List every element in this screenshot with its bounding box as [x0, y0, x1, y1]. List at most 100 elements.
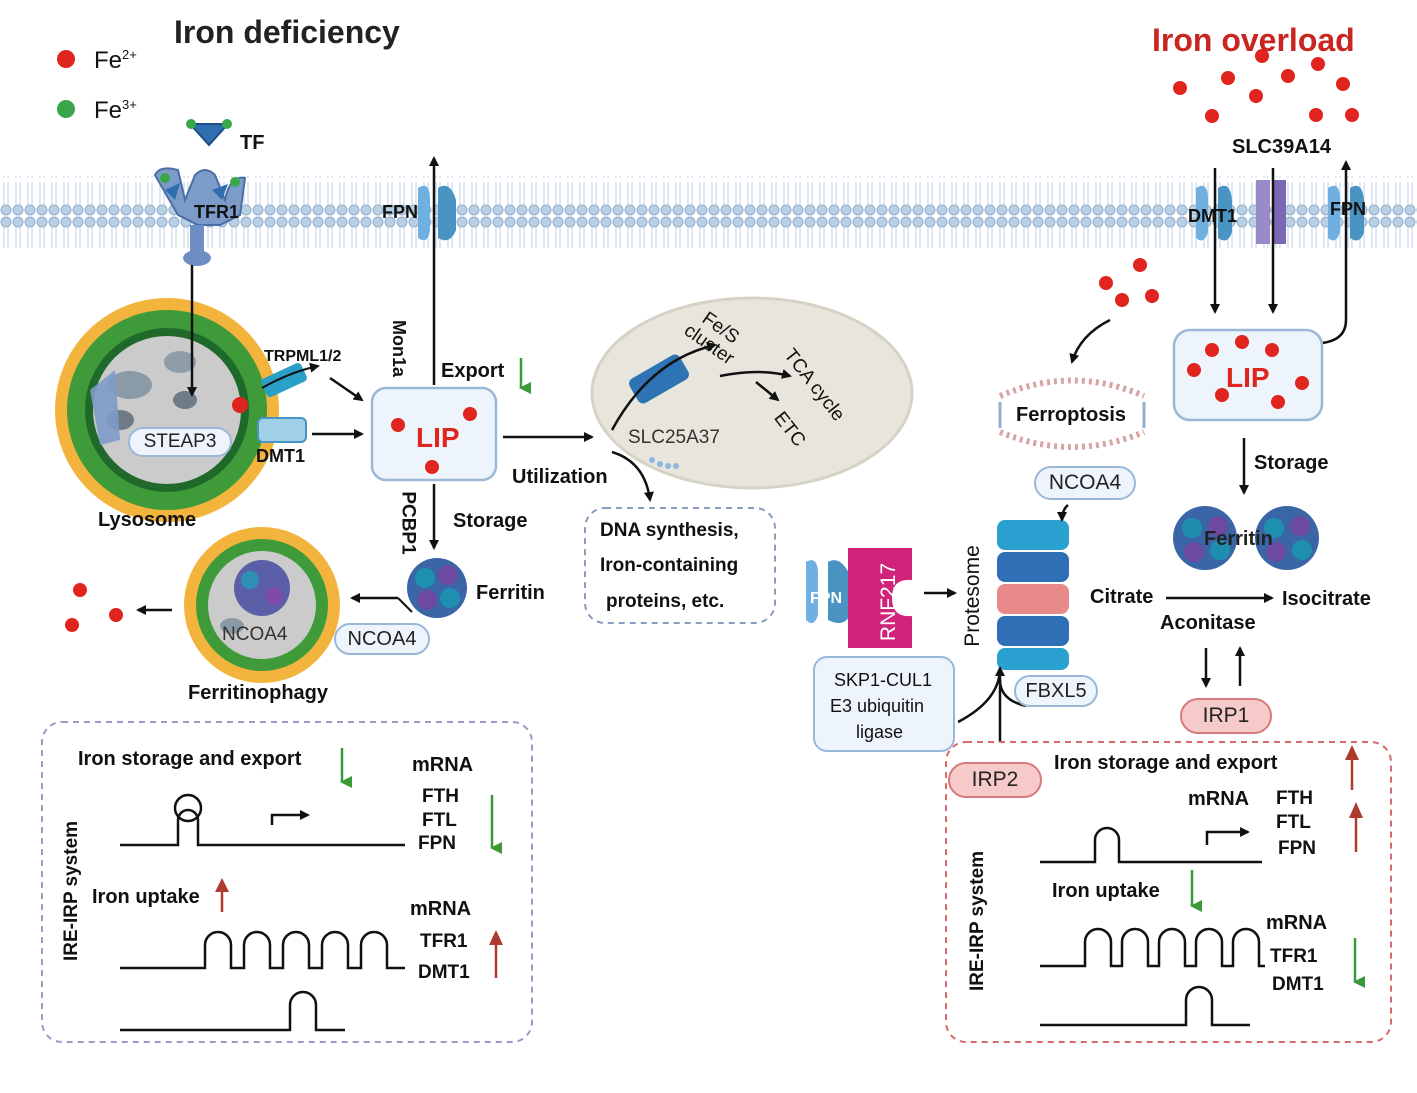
ire-irp-system-label-left: IRE-IRP system — [61, 820, 83, 962]
storage-label-left: Storage — [453, 510, 528, 532]
aconitase-label: Aconitase — [1160, 612, 1256, 634]
translation-arrow-right — [1205, 827, 1250, 845]
skp1-to-proteasome-line — [957, 667, 1002, 724]
fpn-channel-right-icon — [1328, 185, 1364, 241]
tfr1-label: TFR1 — [194, 202, 239, 222]
ncoa4-to-proteasome-arrow — [1057, 504, 1069, 522]
fpn-channel-left-icon — [418, 185, 456, 241]
fpn-label-ire-right: FPN — [1278, 838, 1316, 859]
rnf217-label: RNF217 — [877, 562, 901, 642]
ferritin-left-icon — [407, 558, 467, 618]
citrate-label: Citrate — [1090, 586, 1154, 608]
ncoa4-pill-right: NCOA4 — [1034, 466, 1136, 500]
lysosome-icon — [55, 298, 279, 522]
extracellular-iron-dots — [1173, 49, 1359, 123]
tfr1-receptor-icon — [153, 167, 247, 266]
dmt1-channel-right-icon — [1196, 185, 1232, 241]
storage-label-right: Storage — [1254, 452, 1329, 474]
fpn-small-label: FPN — [810, 590, 842, 607]
ire-mrna-storage-right — [1040, 826, 1262, 864]
fe2-legend-label: Fe2+ — [94, 47, 137, 74]
mrna-label-right-2: mRNA — [1266, 912, 1328, 934]
irp2-pill: IRP2 — [948, 762, 1042, 798]
ire-mrna-storage-left — [120, 793, 405, 847]
tfr1-label-ire-left: TFR1 — [420, 931, 468, 952]
slc39a14-label: SLC39A14 — [1232, 136, 1331, 158]
ligase-label: ligase — [856, 722, 904, 742]
steap3-pill: STEAP3 — [128, 427, 232, 457]
e3-ubiquitin-label: E3 ubiquitin — [830, 696, 925, 716]
mrna-label-right-1: mRNA — [1188, 788, 1250, 810]
fe2-legend-dot — [57, 50, 75, 68]
tf-label: TF — [240, 132, 265, 154]
ftl-label-right: FTL — [1276, 812, 1311, 833]
slc25a37-label: SLC25A37 — [628, 427, 720, 448]
uptake-label-left: Iron uptake — [92, 886, 200, 908]
fpn-export-arrow-right — [1321, 160, 1351, 345]
iron-to-ferroptosis-arrow — [1069, 318, 1111, 364]
ftl-label-left: FTL — [422, 810, 457, 831]
dmt1-label-right: DMT1 — [1188, 206, 1237, 226]
ncoa4-inner-label: NCOA4 — [222, 624, 288, 645]
ferroptosis-membrane-icon — [998, 377, 1146, 450]
ncoa4-pill-left: NCOA4 — [334, 623, 430, 655]
ire-irp-box-right — [945, 741, 1392, 1043]
ferritinophagy-label: Ferritinophagy — [188, 682, 329, 704]
storage-export-label-right: Iron storage and export — [1054, 752, 1278, 774]
lip-label-right: LIP — [1226, 362, 1270, 393]
fpn-label-right: FPN — [1330, 199, 1366, 219]
rnf217-icon — [848, 548, 912, 648]
skp1-cul1-label: SKP1-CUL1 — [834, 670, 933, 690]
mon1a-label: Mon1a — [389, 319, 410, 378]
fe3-legend-dot — [57, 100, 75, 118]
ire-mrna-uptake-right — [1040, 927, 1265, 1027]
dna-synthesis-line2: Iron-containing — [600, 555, 739, 576]
ferritin-to-ncoa4-line — [397, 597, 413, 613]
to-dna-synthesis-arrow — [611, 450, 654, 502]
fth-label-left: FTH — [422, 786, 459, 807]
lip-right-iron-dots — [1187, 335, 1309, 409]
fth-label-right: FTH — [1276, 788, 1313, 809]
ferroptosis-label: Ferroptosis — [1016, 404, 1127, 426]
trpml-label: TRPML1/2 — [264, 348, 342, 365]
mitochondrion-icon — [590, 296, 914, 490]
ferroptosis-iron-dots — [1099, 258, 1159, 307]
slc39a14-channel-icon — [1256, 180, 1286, 244]
dmt1-label-ire-left: DMT1 — [418, 962, 470, 983]
fe2-dot — [109, 608, 123, 622]
iron-deficiency-title: Iron deficiency — [174, 14, 400, 50]
pcbp1-label: PCBP1 — [397, 491, 419, 555]
skp1-cul1-box — [813, 656, 955, 752]
utilization-label: Utilization — [512, 466, 608, 488]
protesome-label: Protesome — [960, 545, 984, 647]
dmt1-label-ire-right: DMT1 — [1272, 974, 1324, 995]
ferritinophagy-vesicle-icon — [184, 527, 340, 683]
ire-irp-box-left — [41, 721, 533, 1043]
mrna-label-left-2: mRNA — [410, 898, 472, 920]
trpml-release-arrow — [261, 362, 320, 389]
storage-export-label-left: Iron storage and export — [78, 748, 302, 770]
isocitrate-label: Isocitrate — [1282, 588, 1371, 610]
fe3-legend-label: Fe3+ — [94, 97, 137, 124]
ferritin-right-icon — [1173, 506, 1319, 570]
lip-label-left: LIP — [416, 422, 460, 453]
dna-synthesis-line1: DNA synthesis, — [600, 520, 739, 541]
ferritin-label-right: Ferritin — [1204, 528, 1273, 550]
iron-overload-title: Iron overload — [1152, 22, 1355, 58]
dna-synthesis-box — [584, 507, 776, 624]
ire-irp-system-label-right: IRE-IRP system — [967, 850, 989, 992]
dna-synthesis-line3: proteins, etc. — [606, 591, 725, 612]
uptake-label-right: Iron uptake — [1052, 880, 1160, 902]
fbxl5-pill: FBXL5 — [1014, 675, 1098, 707]
export-label: Export — [441, 360, 505, 382]
fpn-label-ire-left: FPN — [418, 833, 456, 854]
tfr1-label-ire-right: TFR1 — [1270, 946, 1318, 967]
trpml-to-lip-arrow — [329, 376, 364, 402]
lysosome-dmt1-channel-icon — [257, 417, 307, 443]
proteasome-icon — [997, 520, 1069, 670]
dmt1-label-left: DMT1 — [256, 446, 305, 466]
mrna-label-left-1: mRNA — [412, 754, 474, 776]
irp1-pill: IRP1 — [1180, 698, 1272, 734]
translation-arrow-left — [270, 810, 310, 825]
